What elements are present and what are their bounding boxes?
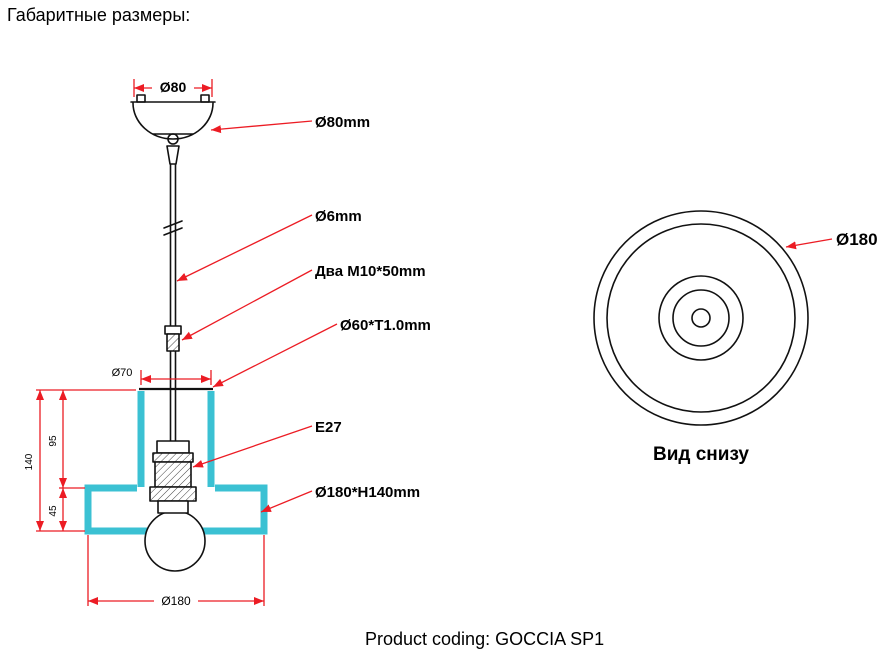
leader-tube <box>212 323 338 388</box>
bottom-view-rim-circle <box>606 223 796 413</box>
socket-ring <box>152 452 194 463</box>
leader-cable <box>176 214 313 282</box>
bottom-view-mid-circle <box>658 275 744 361</box>
side-view-drawing: Ø80 Ø70 140 95 45 Ø180 Ø80mm Ø6mm Два M1… <box>24 79 431 608</box>
canopy-cable-hole <box>167 133 179 145</box>
socket-skirt <box>149 486 197 502</box>
label-socket: E27 <box>315 419 342 436</box>
socket-cap <box>156 440 190 454</box>
suspension-rod <box>169 163 177 442</box>
bottom-view-inner-circle <box>672 289 730 347</box>
rod-coupler <box>164 325 182 352</box>
label-canopy: Ø80mm <box>315 114 370 131</box>
dim-total-height: 140 <box>24 453 35 470</box>
rod-break-mark <box>163 220 183 236</box>
label-bottom-diameter: Ø180 <box>836 230 878 249</box>
bottom-view-center-hole <box>691 308 711 328</box>
bottom-view-caption: Вид снизу <box>653 444 749 465</box>
leader-screws <box>181 269 313 341</box>
leader-shade <box>260 490 313 513</box>
lamp-body-tube <box>137 391 215 487</box>
bottom-view-drawing: Ø180 Вид снизу <box>593 210 878 465</box>
socket-body <box>154 461 192 488</box>
canopy-stem <box>166 145 180 165</box>
leader-canopy <box>210 120 313 134</box>
label-tube: Ø60*T1.0mm <box>340 317 431 334</box>
label-screws: Два M10*50mm <box>315 263 426 280</box>
label-cable: Ø6mm <box>315 208 362 225</box>
coupler-collar <box>164 325 182 335</box>
dim-top-diameter: Ø80 <box>160 79 187 95</box>
dim-base-diameter: Ø180 <box>161 594 191 608</box>
socket-neck <box>157 500 189 514</box>
leader-socket <box>192 425 313 468</box>
label-shade: Ø180*H140mm <box>315 484 420 501</box>
product-coding: Product coding: GOCCIA SP1 <box>365 629 605 649</box>
leader-bottom-diameter <box>785 238 833 250</box>
lamp-socket-e27 <box>149 440 197 514</box>
dim-flange-height: 45 <box>48 505 59 517</box>
page-title: Габаритные размеры: <box>7 5 191 25</box>
canopy-screws <box>136 94 210 103</box>
dim-neck-diameter: Ø70 <box>112 367 133 379</box>
light-bulb <box>144 510 206 572</box>
dim-body-height: 95 <box>48 435 59 447</box>
coupler-body <box>166 333 180 352</box>
bottom-view-outer-circle <box>593 210 809 426</box>
